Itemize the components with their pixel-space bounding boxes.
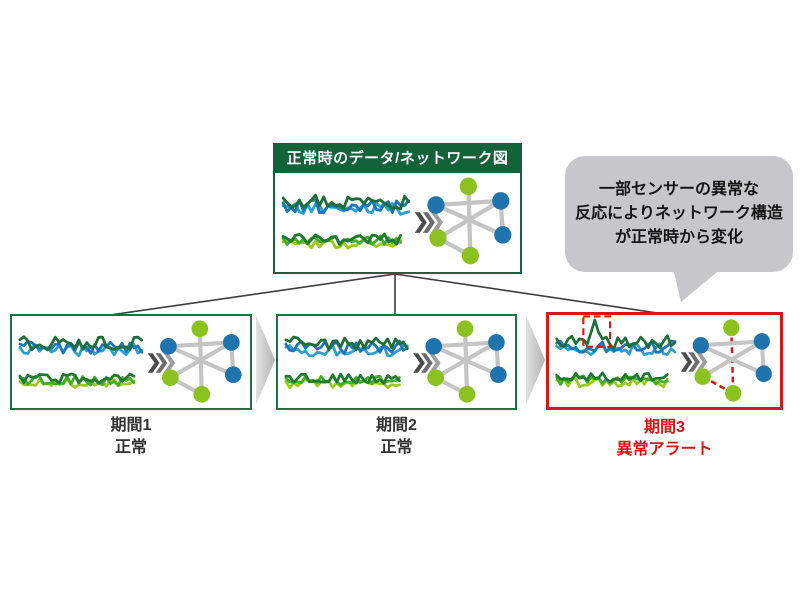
sensor-node-top [459,177,477,196]
network-graph-changed [692,319,772,402]
period-3-label: 期間3 異常アラート [546,417,783,461]
sensor-node-bottom [458,385,476,403]
normal-state-title: 正常時のデータ/ネットワーク図 [275,145,520,173]
period-1-name: 期間1 [110,417,152,434]
fast-forward-chevron-icon [414,212,444,233]
period-2-label: 期間2 正常 [276,415,517,459]
fast-forward-chevron-icon [147,353,176,373]
sensor-node-upper-right [753,333,770,350]
network-edge [435,198,503,241]
period-2-box [276,314,517,410]
arrow-period1-to-period2-icon [256,315,275,405]
sensor-node-bottom [725,384,742,402]
arrow-period2-to-period3-icon [526,315,545,405]
sensor-node-lower-left [427,369,444,386]
normal-state-box: 正常時のデータ/ネットワーク図 [273,143,522,274]
callout-text-line2: 反応によりネットワーク構造 [575,205,783,222]
sensor-waveforms [555,318,677,389]
callout-tail [673,268,722,302]
network-graph [427,177,512,265]
period-2-graphic [284,320,507,403]
sensor-node-bottom [461,246,479,265]
period-1-graphic [18,320,242,403]
sensor-node-upper-right [492,192,510,210]
sensor-node-lower-left [161,369,179,386]
network-edge [698,339,764,348]
sensor-waveforms [18,335,144,389]
network-graph [425,320,507,403]
sensor-node-upper-right [488,334,505,351]
sensor-node-lower-right [755,365,772,383]
period-1-label: 期間1 正常 [10,415,252,459]
sensor-node-upper-left [425,338,443,355]
period-3-name: 期間3 [644,419,685,436]
sensor-waveforms [284,335,409,390]
sensor-node-bottom [193,385,211,403]
sensor-node-lower-right [224,366,242,384]
callout-text-line1: 一部センサーの異常な [598,181,759,198]
sensor-node-lower-left [694,368,711,385]
callout-text-line3: が正常時から変化 [614,229,743,246]
network-edge [433,198,503,208]
connector-line-right [394,273,665,315]
sensor-node-top [456,320,474,338]
sensor-node-upper-left [427,196,445,214]
period-2-name: 期間2 [376,417,417,434]
period-3-box [546,312,783,410]
period-3-status: 異常アラート [616,441,713,458]
network-edge [168,340,234,380]
period-3-graphic [555,315,772,402]
fast-forward-chevron-icon [680,352,708,372]
sensor-node-top [723,319,740,337]
normal-state-graphic [281,177,512,265]
network-edge [700,339,764,379]
sensor-waveforms [281,193,411,250]
sensor-node-lower-right [490,366,507,384]
period-1-box [10,314,252,410]
sensor-node-upper-left [160,338,177,355]
connector-line-left [109,273,396,316]
callout-bubble: 一部センサーの異常な 反応によりネットワーク構造 が正常時から変化 [565,156,793,272]
network-graph [160,320,242,403]
sensor-node-lower-left [429,229,447,247]
anomaly-spike-highlight [582,315,612,348]
fast-forward-chevron-icon [413,353,441,373]
sensor-node-upper-left [692,337,709,354]
period-1-status: 正常 [114,439,147,456]
network-edge [166,340,234,349]
sensor-node-lower-right [494,226,512,244]
sensor-node-top [191,320,209,338]
network-edge [433,340,499,380]
period-2-status: 正常 [380,439,413,456]
sensor-node-upper-right [222,334,240,351]
network-edge [431,340,499,349]
